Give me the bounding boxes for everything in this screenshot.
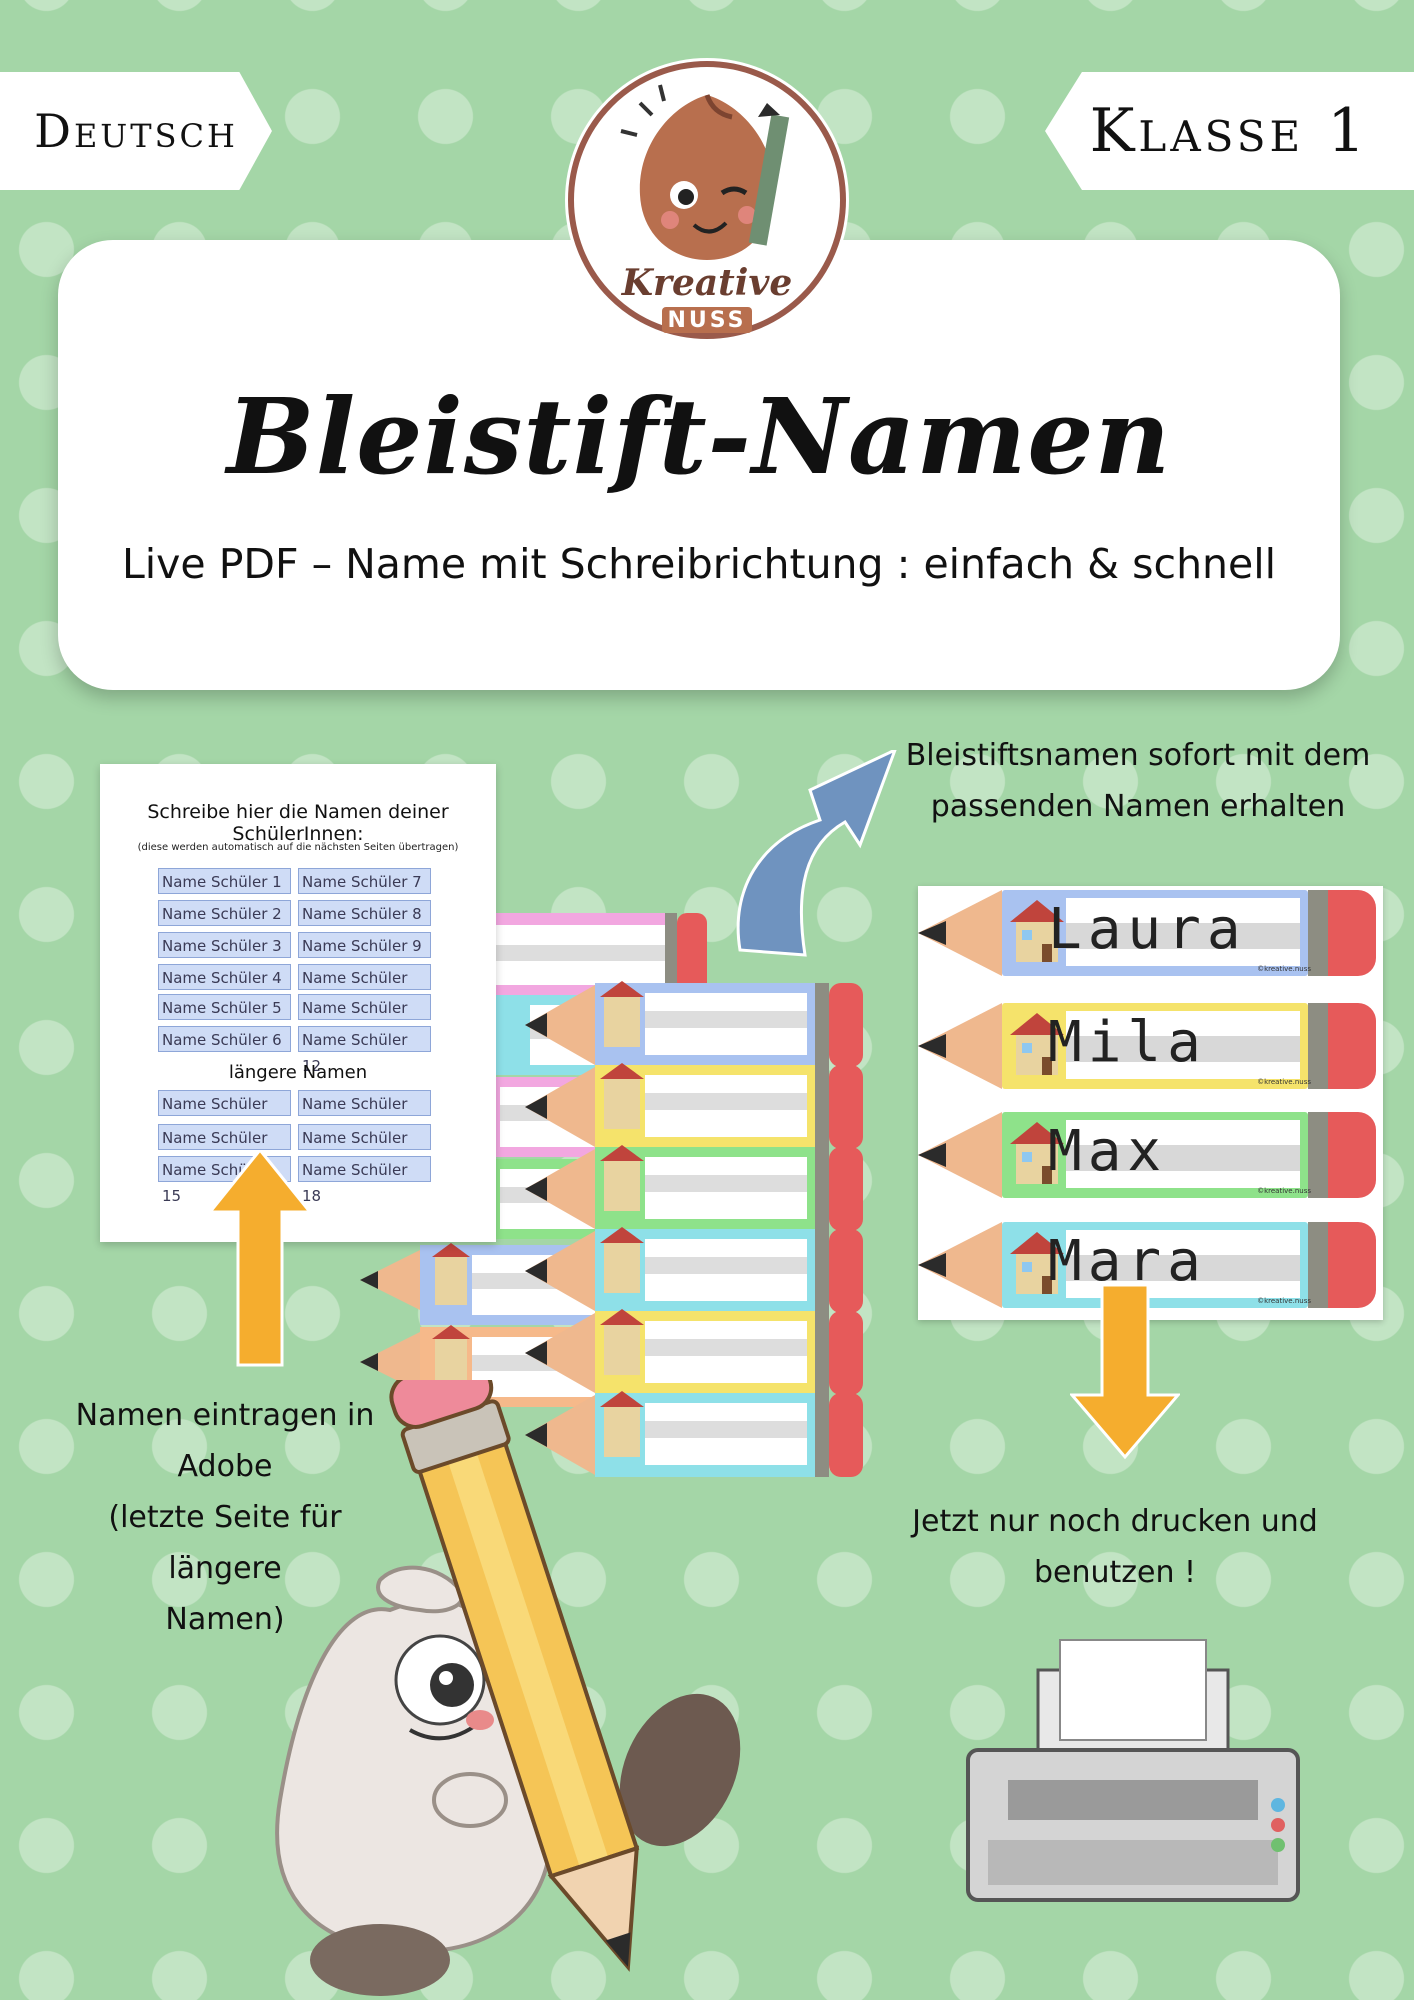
brand-logo: Kreative NUSS [562, 55, 852, 345]
nut-mascot-icon [275, 1565, 741, 1996]
credit-text: ©kreative.nuss [1257, 1078, 1311, 1086]
note-line: Jetzt nur noch drucken und [912, 1504, 1318, 1539]
house-icon [1010, 1122, 1064, 1184]
pencil-name: Max [1048, 1119, 1168, 1184]
pencil-name-card-2: Mila ©kreative.nuss [918, 1003, 1383, 1089]
longer-names-label: längere Namen [228, 1062, 368, 1083]
house-icon [1010, 1013, 1064, 1075]
name-field-9[interactable]: Name Schüler 9 [298, 932, 431, 958]
pencil-name-card-3: Max ©kreative.nuss [918, 1112, 1383, 1198]
pencil-name: Mara [1048, 1229, 1207, 1294]
pencil-stack [360, 913, 863, 1477]
name-field-12[interactable]: Name Schüler 12 [298, 1026, 431, 1075]
name-field-10[interactable]: Name Schüler 10 [298, 964, 431, 1013]
pencil-icon [525, 1227, 863, 1313]
grade-label: Klasse 1 [1089, 96, 1370, 166]
credit-text: ©kreative.nuss [1257, 1187, 1311, 1195]
student-name-form: Schreibe hier die Namen deiner SchülerIn… [100, 764, 496, 1242]
form-heading: Schreibe hier die Namen deiner SchülerIn… [147, 801, 449, 845]
name-field-3[interactable]: Name Schüler 3 [158, 932, 291, 958]
note-line: (letzte Seite für längere [108, 1500, 342, 1586]
name-field-8[interactable]: Name Schüler 8 [298, 900, 431, 926]
name-field-1[interactable]: Name Schüler 1 [158, 868, 291, 894]
nut-mascot-icon: Kreative NUSS [565, 58, 849, 342]
house-icon [1010, 900, 1064, 962]
grade-tag: Klasse 1 [1045, 72, 1414, 190]
note-line: Namen) [165, 1602, 285, 1637]
subject-tag: Deutsch [0, 72, 272, 190]
name-field-5[interactable]: Name Schüler 5 [158, 994, 291, 1020]
form-subheading: (diese werden automatisch auf die nächst… [137, 842, 459, 853]
name-field-7[interactable]: Name Schüler 7 [298, 868, 431, 894]
name-field-13[interactable]: Name Schüler 13 [158, 1090, 291, 1139]
name-field-2[interactable]: Name Schüler 2 [158, 900, 291, 926]
note-line: Namen eintragen in [75, 1398, 375, 1433]
name-field-14[interactable]: Name Schüler 14 [158, 1124, 291, 1173]
pencil-name-card-1: Laura ©kreative.nuss [918, 890, 1383, 976]
logo-text-2: NUSS [668, 308, 747, 333]
name-field-17[interactable]: Name Schüler 17 [298, 1124, 431, 1173]
pencil-name: Mila [1048, 1010, 1207, 1075]
note-line: Adobe [177, 1449, 273, 1484]
printer-icon [966, 1639, 1300, 1902]
name-field-4[interactable]: Name Schüler 4 [158, 964, 291, 990]
note-line: benutzen ! [1033, 1555, 1197, 1590]
name-field-11[interactable]: Name Schüler 11 [298, 994, 431, 1043]
arrow-curved-icon [736, 750, 897, 957]
name-field-16[interactable]: Name Schüler 16 [298, 1090, 431, 1139]
subject-label: Deutsch [34, 104, 238, 158]
credit-text: ©kreative.nuss [1257, 1297, 1311, 1305]
pencil-icon [525, 1309, 863, 1395]
house-icon [1010, 1232, 1064, 1294]
note-print: Jetzt nur noch drucken und benutzen ! [890, 1496, 1340, 1598]
arrow-up-icon [210, 1150, 310, 1367]
name-field-18[interactable]: Name Schüler 18 [298, 1156, 431, 1205]
credit-text: ©kreative.nuss [1257, 965, 1311, 973]
pencil-icon [525, 1145, 863, 1231]
pencil-icon [525, 981, 863, 1067]
note-instant-names: Bleistiftsnamen sofort mit dem passenden… [898, 730, 1378, 832]
arrow-down-icon [1070, 1285, 1180, 1460]
pencil-name: Laura [1048, 897, 1247, 962]
note-line: passenden Namen erhalten [930, 789, 1346, 824]
mascot-with-pencil [275, 1380, 741, 1996]
note-line: Bleistiftsnamen sofort mit dem [905, 738, 1371, 773]
logo-text-1: Kreative [621, 262, 793, 304]
page-subtitle: Live PDF – Name mit Schreibrichtung : ei… [121, 540, 1277, 588]
pencil-icon [525, 1391, 863, 1477]
name-field-6[interactable]: Name Schüler 6 [158, 1026, 291, 1052]
pencil-icon [525, 1063, 863, 1149]
page-title: Bleistift-Namen [226, 375, 1172, 498]
note-enter-names: Namen eintragen in Adobe (letzte Seite f… [60, 1390, 390, 1645]
pencil-icon [389, 1380, 640, 1972]
